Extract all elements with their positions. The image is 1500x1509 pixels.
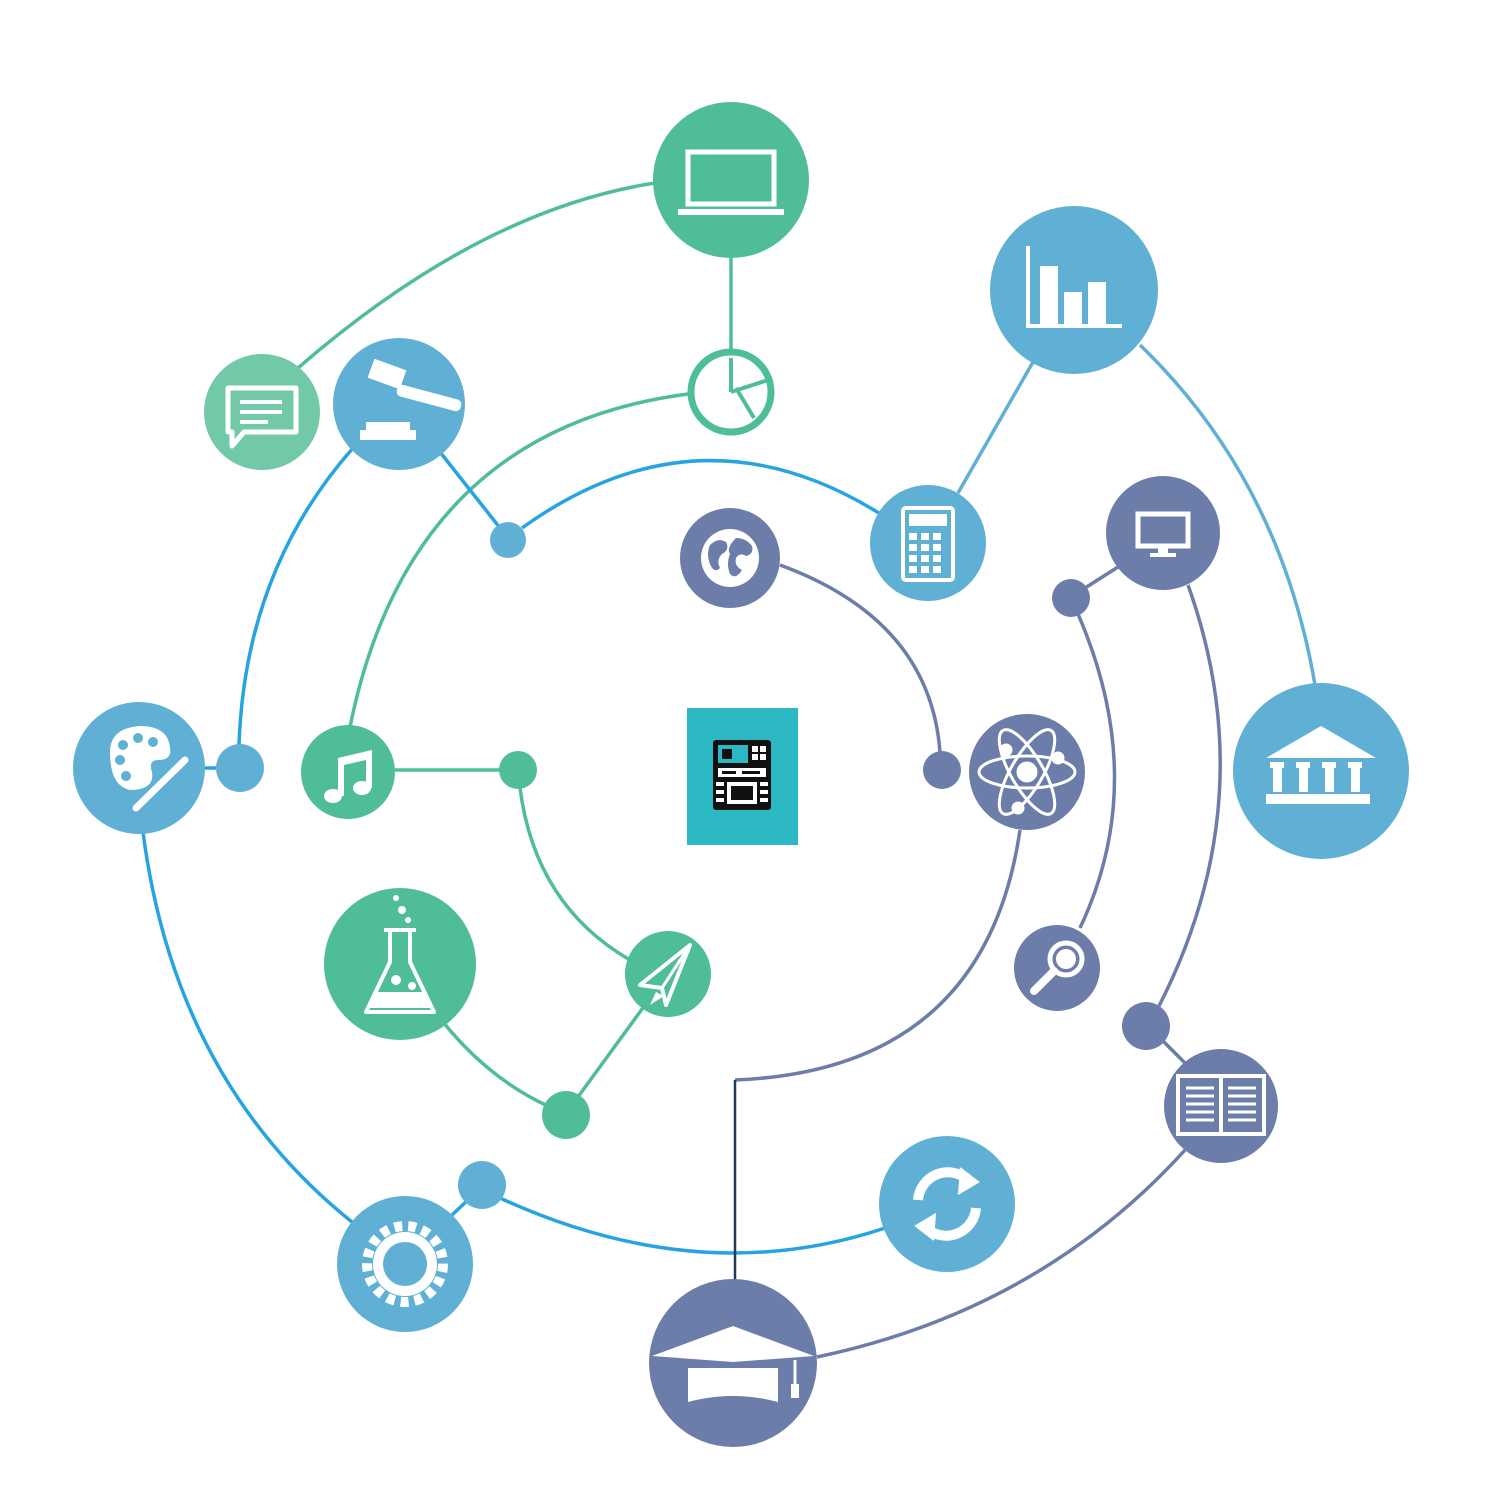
connector-chat-laptop	[296, 181, 656, 370]
junction-dot	[216, 744, 264, 792]
node-bar-chart[interactable]	[990, 206, 1158, 374]
node-laptop[interactable]	[653, 102, 809, 258]
connector-flask-dot	[441, 1020, 551, 1109]
bank-icon	[1266, 726, 1376, 804]
junction-dot	[490, 522, 526, 558]
chat-bubble-icon	[225, 385, 299, 449]
connector-atom-graduation	[734, 829, 1022, 1082]
flask-icon	[364, 895, 436, 1014]
connector-palette-gear	[141, 831, 354, 1224]
connector-pie-music	[348, 392, 689, 728]
atom-icon	[977, 728, 1077, 816]
node-refresh[interactable]	[879, 1136, 1015, 1272]
gavel-icon	[360, 358, 462, 440]
palette-icon	[110, 726, 189, 812]
graduation-cap-icon	[652, 1326, 814, 1402]
atm-machine-icon	[713, 740, 771, 810]
node-pie-chart[interactable]	[687, 348, 775, 436]
refresh-icon	[913, 1167, 981, 1241]
node-atom[interactable]	[969, 714, 1085, 830]
connector-dot-plane	[518, 787, 631, 962]
junction-dot	[499, 751, 537, 789]
node-graduation[interactable]	[649, 1279, 817, 1447]
node-book[interactable]	[1164, 1049, 1278, 1163]
node-chat[interactable]	[204, 354, 320, 470]
magnifier-icon	[1030, 940, 1085, 995]
junction-dots	[216, 522, 1170, 1209]
node-monitor[interactable]	[1106, 476, 1220, 590]
connector-gavel-palette	[237, 446, 355, 746]
node-paper-plane[interactable]	[625, 931, 711, 1017]
connector-book-graduation	[816, 1148, 1187, 1359]
open-book-icon	[1176, 1074, 1266, 1136]
connector-monitor-book	[1156, 584, 1222, 1009]
junction-dot	[458, 1161, 506, 1209]
calculator-icon	[901, 506, 955, 582]
connector-gavel-dot	[438, 450, 502, 530]
node-search[interactable]	[1014, 925, 1100, 1011]
junction-dot	[542, 1091, 590, 1139]
connector-barchart-bank	[1138, 343, 1317, 686]
node-gavel[interactable]	[333, 338, 465, 470]
junction-dot	[923, 751, 961, 789]
node-globe[interactable]	[680, 508, 780, 608]
laptop-icon	[678, 149, 784, 215]
gear-icon	[362, 1221, 448, 1307]
connector-dot-search	[1076, 613, 1117, 929]
junction-dot	[1052, 579, 1090, 617]
connector-globe-atom	[779, 563, 942, 753]
monitor-icon	[1135, 511, 1191, 557]
node-flask[interactable]	[324, 888, 476, 1040]
music-note-icon	[324, 750, 372, 803]
node-music[interactable]	[301, 725, 395, 819]
connector-dot-calculator	[520, 458, 883, 530]
connector-dot-refresh	[499, 1196, 886, 1255]
paper-plane-icon	[638, 943, 692, 1007]
node-gear[interactable]	[337, 1196, 473, 1332]
node-calculator[interactable]	[870, 485, 986, 601]
globe-icon	[701, 529, 759, 587]
junction-dot	[1122, 1002, 1170, 1050]
pie-chart-icon	[729, 358, 769, 420]
bar-chart-icon	[1026, 246, 1122, 328]
connector-calculator-barchart	[956, 361, 1035, 494]
connector-monitor-dot	[1084, 565, 1119, 590]
node-palette[interactable]	[73, 702, 205, 834]
center-atm[interactable]	[687, 708, 798, 845]
node-bank[interactable]	[1233, 683, 1409, 859]
connector-plane-dot	[565, 1003, 647, 1114]
